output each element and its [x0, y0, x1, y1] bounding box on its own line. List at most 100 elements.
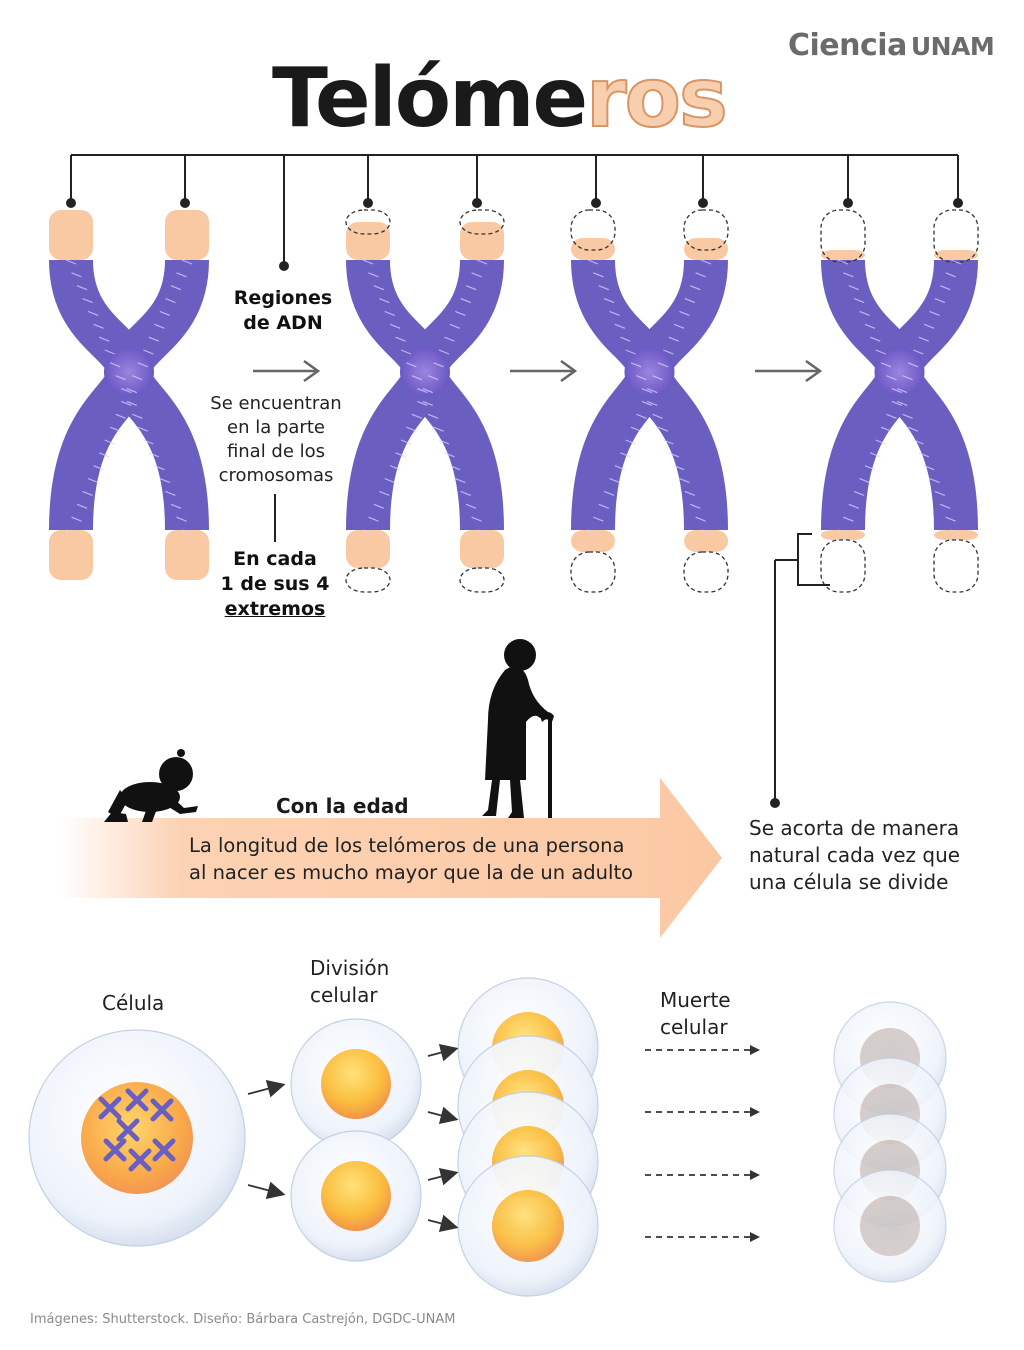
helix-rung	[837, 529, 849, 535]
helix-rung	[362, 529, 374, 535]
dna-helix	[837, 259, 962, 535]
helix-rung	[417, 400, 428, 406]
helix-rung	[630, 362, 642, 368]
helix-rung	[170, 503, 182, 509]
death-arrows	[645, 1049, 752, 1238]
helix-rung	[918, 452, 929, 458]
helix-rung	[918, 336, 929, 342]
telomere-cap	[571, 530, 615, 552]
helix-rung	[132, 413, 143, 419]
helix-rung	[137, 426, 149, 432]
helix-rung	[433, 426, 444, 432]
lost-telomere-outline	[345, 209, 391, 235]
helix-rung	[870, 452, 881, 458]
helix-rung	[690, 285, 701, 291]
helix-rung	[684, 490, 696, 496]
helix-rung	[109, 426, 121, 432]
helix-rung	[395, 336, 406, 342]
centromere	[624, 347, 675, 397]
helix-rung	[625, 349, 636, 355]
helix-rung	[891, 388, 903, 394]
helix-rung	[109, 362, 121, 368]
helix-rung	[465, 503, 477, 509]
helix-rung	[668, 336, 679, 342]
helix-rung	[598, 285, 609, 291]
centromere	[400, 347, 450, 397]
helix-rung	[455, 478, 466, 484]
top-bracket	[70, 154, 959, 266]
helix-rung	[913, 439, 924, 445]
lost-telomere-outline	[570, 209, 616, 251]
helix-rung	[422, 388, 433, 394]
helix-rung	[853, 298, 865, 304]
helix-rung	[137, 362, 149, 368]
lost-telomere-outline	[459, 567, 505, 593]
cell-nucleus	[860, 1196, 920, 1256]
helix-rung	[71, 516, 82, 522]
helix-rung	[368, 272, 379, 278]
helix-rung	[115, 413, 126, 419]
helix-rung	[652, 413, 663, 419]
helix-rung	[93, 465, 104, 471]
helix-rung	[875, 439, 886, 445]
helix-rung	[934, 490, 946, 496]
helix-rung	[465, 285, 477, 291]
helix-rung	[126, 400, 137, 406]
helix-rung	[98, 336, 110, 342]
centromere	[874, 347, 925, 397]
small-chromosomes	[98, 1088, 176, 1172]
helix-rung	[148, 336, 160, 342]
helix-rung	[427, 375, 439, 381]
helix-rung	[902, 375, 913, 381]
helix-rung	[837, 259, 849, 265]
helix-rung	[449, 465, 461, 471]
helix-rung	[165, 490, 176, 496]
helix-rung	[652, 375, 663, 381]
helix-rung	[65, 529, 77, 535]
granddaughter-cell-4	[457, 1155, 599, 1297]
cell-nucleus	[321, 1161, 391, 1231]
helix-rung	[843, 516, 854, 522]
helix-rung	[625, 439, 636, 445]
division-line2: celular	[310, 983, 378, 1007]
helix-rung	[614, 323, 626, 329]
helix-rung	[950, 259, 962, 265]
helix-rung	[368, 516, 379, 522]
telomere-cap	[49, 530, 93, 580]
regions-label: Regiones de ADN	[208, 286, 358, 336]
helix-rung	[880, 426, 892, 432]
helix-rung	[603, 298, 615, 304]
helix-rung	[886, 375, 897, 381]
division-line1: División	[310, 956, 390, 980]
progression-arrows	[253, 359, 823, 383]
helix-rung	[891, 400, 903, 406]
shorten-dot	[770, 798, 780, 808]
helix-rung	[121, 388, 132, 394]
regions-line1: Regiones	[233, 287, 333, 309]
baby-silhouette-icon	[104, 749, 198, 822]
helix-rung	[400, 439, 412, 445]
helix-rung	[657, 362, 669, 368]
death-line1: Muerte	[660, 988, 731, 1012]
helix-rung	[636, 413, 647, 419]
helix-rung	[907, 362, 919, 368]
page-title: Telómeros	[272, 57, 729, 141]
helix-rung	[379, 298, 390, 304]
dna-helix	[65, 259, 193, 535]
helix-rung	[65, 259, 77, 265]
helix-rung	[934, 298, 946, 304]
telomere-cap	[346, 530, 390, 568]
death-label: Muerte celular	[660, 987, 731, 1041]
helix-rung	[176, 272, 187, 278]
cell-nucleus	[492, 1190, 564, 1262]
helix-rung	[864, 323, 876, 329]
helix-rung	[406, 426, 417, 432]
cell-label: Célula	[102, 991, 165, 1015]
helix-rung	[115, 375, 126, 381]
helix-rung	[870, 336, 881, 342]
helix-rung	[663, 349, 674, 355]
death-arrow-heads	[750, 1045, 760, 1242]
dna-helix	[362, 259, 488, 535]
chromosome-3	[570, 209, 729, 593]
chromosome-2	[345, 209, 505, 593]
